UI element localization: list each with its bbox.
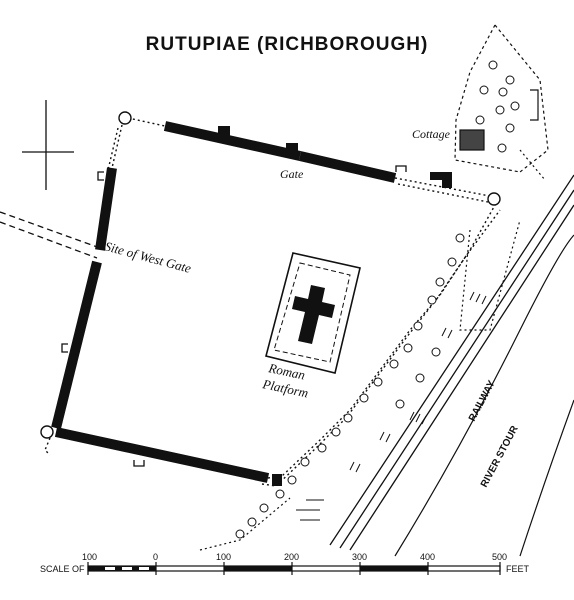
- cottage-area: [454, 24, 549, 173]
- embankment-hatching: [296, 291, 487, 521]
- river-stour-label: RIVER STOUR: [479, 423, 521, 489]
- gate-label: Gate: [280, 167, 304, 181]
- west-gate-label: Site of West Gate: [103, 238, 193, 276]
- cottage-label: Cottage: [412, 127, 451, 141]
- scale-tick: 0: [153, 552, 158, 562]
- map-title: RUTUPIAE (RICHBOROUGH): [145, 34, 429, 55]
- scale-unit: FEET: [506, 564, 530, 574]
- scale-tick: 100: [216, 552, 231, 562]
- roman-platform: [265, 252, 361, 374]
- fort-walls: [51, 121, 397, 483]
- scale-tick: 300: [352, 552, 367, 562]
- north-cross-icon: [22, 100, 74, 190]
- scale-tick: 400: [420, 552, 435, 562]
- wall-towers: [218, 126, 452, 486]
- scale-tick: 100: [82, 552, 97, 562]
- scale-bar: SCALE OF FEET 100 0 100 200 300 400 500: [40, 552, 530, 575]
- railway-label: RAILWAY: [467, 379, 498, 424]
- west-gate-road: [0, 211, 101, 259]
- tree-icon: [235, 60, 520, 539]
- scale-tick: 200: [284, 552, 299, 562]
- railway: [329, 174, 574, 551]
- embankment-dotted: [199, 149, 546, 551]
- gate-marks: [61, 165, 407, 467]
- river-stour: [394, 234, 574, 557]
- scale-prefix: SCALE OF: [40, 564, 85, 574]
- corner-bastions: [40, 111, 501, 439]
- scale-tick: 500: [492, 552, 507, 562]
